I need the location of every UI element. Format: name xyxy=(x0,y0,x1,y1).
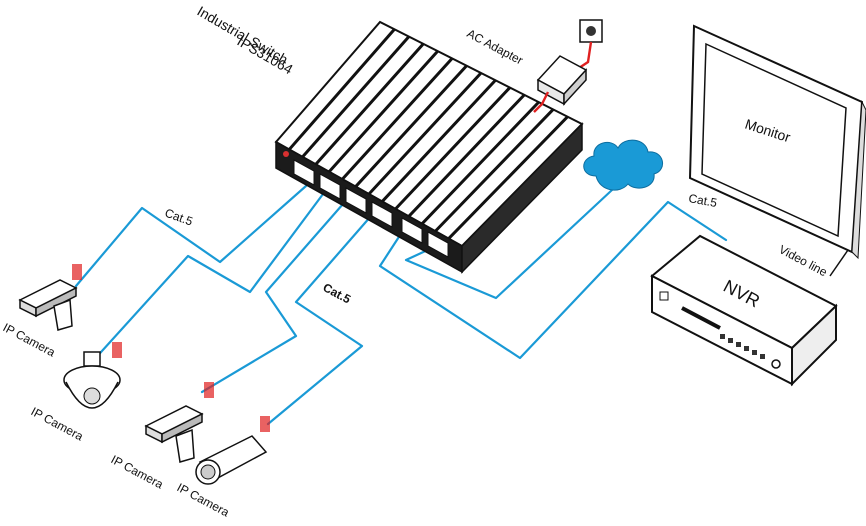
heatsink-fin xyxy=(314,42,425,166)
cable-camera-3 xyxy=(200,194,352,394)
network-cloud-icon xyxy=(583,139,663,191)
switch-right-face xyxy=(461,122,583,274)
ip-camera-icon xyxy=(63,342,122,409)
ip-camera-icon xyxy=(144,382,214,463)
ip-camera-icon xyxy=(195,416,270,485)
nvr-button xyxy=(728,338,733,343)
wall-outlet-icon xyxy=(579,19,603,43)
camera-label-3: IP Camera xyxy=(109,452,166,491)
heatsink-fin xyxy=(421,101,540,225)
camera-label-2: IP Camera xyxy=(29,404,86,443)
cable-camera-2 xyxy=(90,188,328,364)
ethernet-port xyxy=(293,159,315,186)
heatsink-fin xyxy=(341,57,454,181)
heatsink-fin xyxy=(447,115,569,240)
ethernet-port xyxy=(345,187,367,214)
switch-logo xyxy=(283,151,289,157)
cable-label-right: Cat.5 xyxy=(687,191,718,210)
ethernet-port xyxy=(401,217,423,244)
nvr-button xyxy=(720,334,725,339)
cable-switch-cloud xyxy=(404,188,614,300)
ethernet-port xyxy=(319,173,341,200)
nvr-button xyxy=(736,342,741,347)
ethernet-port xyxy=(427,231,449,258)
ac-adapter-label: AC Adapter xyxy=(465,26,526,67)
cables xyxy=(74,184,728,426)
adapter-dc-wire xyxy=(533,91,550,113)
ethernet-port xyxy=(371,201,393,228)
switch-ports xyxy=(293,159,449,258)
ip-camera-icon xyxy=(18,264,82,331)
nvr-recorder-icon xyxy=(650,234,838,387)
cable-switch-nvr xyxy=(378,200,728,360)
heatsink-fin xyxy=(301,35,410,158)
camera-label-1: IP Camera xyxy=(1,320,58,359)
ac-adapter-icon xyxy=(536,55,588,106)
cable-camera-1 xyxy=(74,184,308,288)
heatsink-fin xyxy=(367,71,483,196)
camera-label-4: IP Camera xyxy=(175,480,232,519)
cable-label-middle: Cat.5 xyxy=(321,280,354,306)
cable-camera-4 xyxy=(266,206,380,426)
heatsink-fin xyxy=(354,64,468,188)
industrial-switch-icon xyxy=(274,20,584,274)
nvr-button xyxy=(744,346,749,351)
nvr-buttons xyxy=(720,334,765,359)
heatsink-fin xyxy=(288,28,396,151)
monitor-icon xyxy=(688,24,866,260)
heatsink-fin xyxy=(394,86,511,210)
video-line-wire xyxy=(829,249,849,277)
heatsink-fin xyxy=(328,50,439,173)
video-line-label: Video line xyxy=(777,242,830,279)
nvr-button xyxy=(752,350,757,355)
heatsink-fin xyxy=(407,93,526,218)
heatsink-fin xyxy=(434,108,555,233)
heatsink-fin xyxy=(381,79,497,203)
nvr-button xyxy=(760,354,765,359)
switch-heatsink xyxy=(288,28,569,240)
